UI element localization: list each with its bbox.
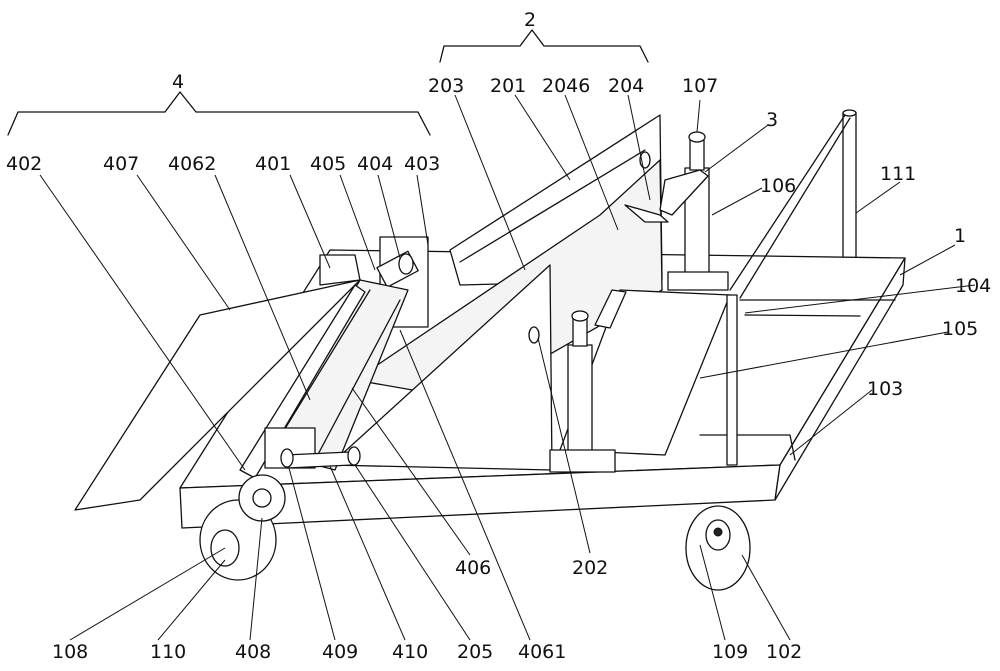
callout-109: 109 xyxy=(712,641,748,663)
cylinder-106-rod xyxy=(689,139,705,171)
cylinder-front-top xyxy=(571,310,589,322)
plate-203-edge xyxy=(459,149,646,263)
pulley-408-inner xyxy=(252,488,272,508)
callout-3: 3 xyxy=(766,109,778,131)
callout-108: 108 xyxy=(52,641,88,663)
callout-1: 1 xyxy=(954,225,966,247)
callout-2046: 2046 xyxy=(542,75,590,97)
callout-401: 401 xyxy=(255,153,291,175)
group-label-4: 4 xyxy=(172,71,184,93)
brace-group-2 xyxy=(439,29,649,63)
callout-102: 102 xyxy=(766,641,802,663)
callout-403: 403 xyxy=(404,153,440,175)
base-plate-106 xyxy=(667,271,729,291)
group-label-2: 2 xyxy=(524,9,536,31)
callout-405: 405 xyxy=(310,153,346,175)
leader-lines xyxy=(39,94,976,641)
callout-105: 105 xyxy=(942,318,978,340)
callout-406: 406 xyxy=(455,557,491,579)
cylinder-front-rod xyxy=(572,317,588,347)
conveyor-belt xyxy=(274,289,401,461)
shaft-409 xyxy=(280,448,294,468)
callout-104: 104 xyxy=(955,275,991,297)
linkage-410 xyxy=(284,451,353,469)
callout-201: 201 xyxy=(490,75,526,97)
brace-group-4 xyxy=(7,91,431,136)
rail-104b xyxy=(729,114,846,291)
callout-404: 404 xyxy=(357,153,393,175)
cylinder-front xyxy=(567,344,593,456)
callout-202: 202 xyxy=(572,557,608,579)
callout-110: 110 xyxy=(150,641,186,663)
shaft-4061 xyxy=(347,446,361,466)
post-right xyxy=(726,294,738,466)
callout-4062: 4062 xyxy=(168,153,216,175)
base-plate-front xyxy=(549,449,616,473)
callout-106: 106 xyxy=(760,175,796,197)
bracket-3 xyxy=(659,169,709,216)
callout-4061: 4061 xyxy=(518,641,566,663)
arm-204 xyxy=(624,204,669,223)
rail-104 xyxy=(739,117,851,299)
callout-111: 111 xyxy=(880,163,916,185)
callout-409: 409 xyxy=(322,641,358,663)
callout-204: 204 xyxy=(608,75,644,97)
callout-408: 408 xyxy=(235,641,271,663)
post-111-cap xyxy=(842,109,857,117)
callout-402: 402 xyxy=(6,153,42,175)
base-right-side xyxy=(774,257,906,501)
hole-202 xyxy=(528,326,540,344)
callout-205: 205 xyxy=(457,641,493,663)
callout-107: 107 xyxy=(682,75,718,97)
guide-plate-205 xyxy=(329,264,553,471)
callout-410: 410 xyxy=(392,641,428,663)
roller-404-end xyxy=(398,253,414,275)
wheel-109-center xyxy=(713,527,723,537)
callout-407: 407 xyxy=(103,153,139,175)
callout-203: 203 xyxy=(428,75,464,97)
callout-103: 103 xyxy=(867,378,903,400)
cylinder-107-top xyxy=(688,131,706,143)
slot-105 xyxy=(594,289,627,329)
